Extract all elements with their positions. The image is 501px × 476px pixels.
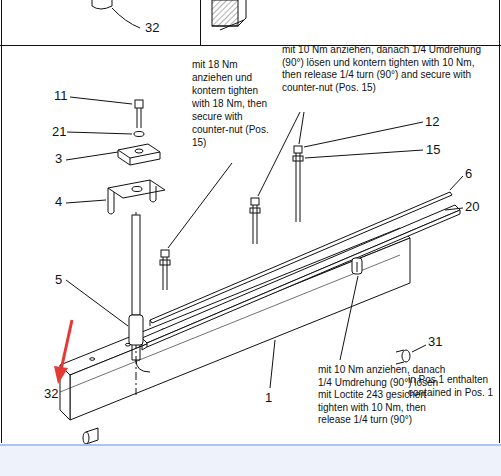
callout-number: 31 (428, 334, 452, 350)
callout-number: 20 (465, 199, 489, 215)
callout-number: 1 (265, 390, 279, 406)
callout-number: 21 (52, 124, 72, 140)
bar-hole (90, 358, 95, 361)
callout-number: 32 (145, 20, 169, 36)
callout-number: 5 (55, 272, 69, 288)
callout-number: 6 (465, 166, 479, 182)
torque-note: mit 10 Nm anziehen, danach 1/4 Umdrehung… (282, 44, 492, 94)
callout-number: 12 (425, 114, 449, 130)
torque-note: mit 18 Nm anziehen und kontern tighten w… (192, 58, 272, 149)
callout-number: 32 (44, 386, 68, 402)
torque-note: mit 10 Nm anziehen, danach 1/4 Umdrehung… (318, 364, 450, 427)
callout-number: 4 (55, 194, 69, 210)
callout-number: 3 (55, 151, 69, 167)
callout-number: 15 (426, 142, 450, 158)
callout-number: 11 (54, 88, 74, 104)
